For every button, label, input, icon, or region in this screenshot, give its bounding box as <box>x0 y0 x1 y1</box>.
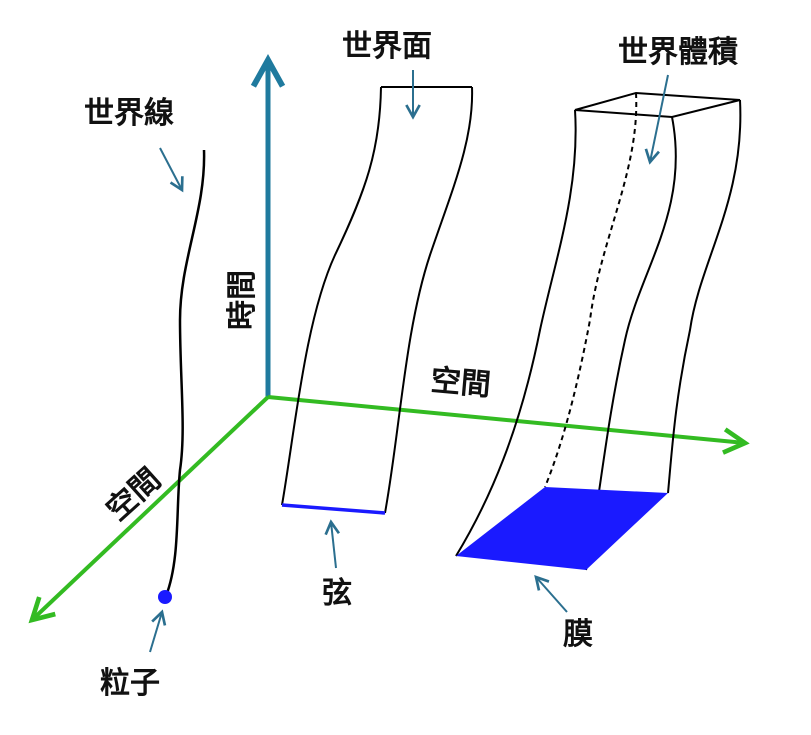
worldsheet <box>281 86 474 514</box>
label-particle: 粒子 <box>100 666 160 701</box>
label-space-diagonal: 空間 <box>100 462 168 528</box>
label-membrane: 膜 <box>563 617 593 652</box>
label-space-horizontal: 空間 <box>429 363 492 403</box>
arrow-worldvolume <box>650 74 669 162</box>
worldline-curve <box>164 149 206 597</box>
string-segment <box>281 503 386 515</box>
particle-dot <box>158 590 172 604</box>
arrow-worldline <box>159 147 182 190</box>
arrow-membrane <box>536 577 568 613</box>
arrow-particle <box>149 612 162 653</box>
membrane-fill <box>456 487 668 570</box>
label-worldsheet: 世界面 <box>342 29 432 64</box>
worldvolume <box>455 91 742 571</box>
label-time: 時間 <box>225 270 260 330</box>
label-worldvolume: 世界體積 <box>618 35 738 70</box>
arrow-string <box>331 522 336 569</box>
space-axis-horizontal <box>267 395 745 443</box>
label-worldline: 世界線 <box>84 96 174 131</box>
space-axis-diagonal <box>32 395 270 620</box>
label-string: 弦 <box>322 576 352 611</box>
